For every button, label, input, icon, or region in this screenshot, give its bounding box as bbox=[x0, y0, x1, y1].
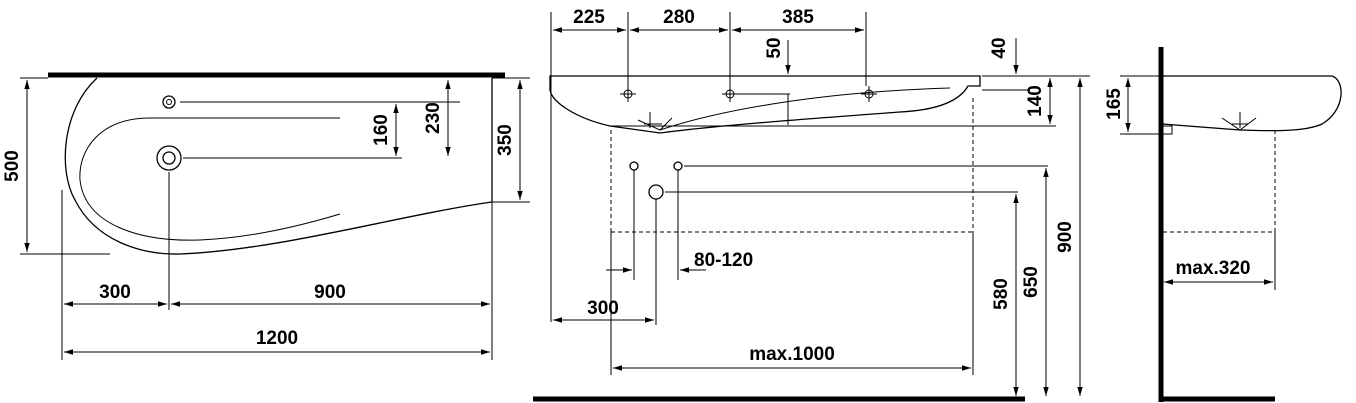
basin-underside bbox=[659, 87, 951, 131]
dim-385: 385 bbox=[782, 7, 814, 28]
dim-300-front: 300 bbox=[587, 298, 619, 319]
tap-hole-inner bbox=[166, 99, 172, 105]
waste-hole bbox=[648, 184, 664, 200]
tap-hole-marks bbox=[620, 86, 877, 102]
dim-225: 225 bbox=[573, 7, 605, 28]
dim-160: 160 bbox=[371, 114, 392, 146]
top-view: 500 160 230 350 300 900 1200 bbox=[2, 72, 530, 360]
supply-hole-left bbox=[629, 161, 639, 171]
dim-max1000: max.1000 bbox=[749, 344, 835, 365]
wall-bracket bbox=[1162, 125, 1173, 135]
dim-300: 300 bbox=[99, 282, 131, 303]
dim-165: 165 bbox=[1104, 88, 1125, 120]
dim-900-front: 900 bbox=[1055, 221, 1076, 253]
dim-50: 50 bbox=[764, 37, 785, 58]
side-view: 165 max.320 bbox=[1104, 47, 1342, 402]
dim-140: 140 bbox=[1025, 85, 1046, 117]
dim-580: 580 bbox=[991, 278, 1012, 310]
dim-280: 280 bbox=[663, 7, 695, 28]
drain-symbol bbox=[637, 112, 673, 131]
dim-350: 350 bbox=[495, 124, 516, 156]
drain-hole bbox=[156, 145, 182, 171]
dim-1200: 1200 bbox=[256, 328, 298, 349]
front-view: 225 280 385 50 40 140 80-120 bbox=[533, 7, 1090, 402]
basin-outline-top bbox=[64, 77, 493, 255]
drain-hole-inner bbox=[162, 151, 176, 165]
basin-inner-bowl bbox=[79, 117, 341, 241]
dim-230: 230 bbox=[423, 102, 444, 134]
dim-max320: max.320 bbox=[1175, 258, 1250, 279]
tap-hole bbox=[162, 95, 176, 109]
dim-650: 650 bbox=[1021, 266, 1042, 298]
supply-hole-right bbox=[673, 161, 683, 171]
dim-40: 40 bbox=[989, 37, 1010, 58]
basin-outline-front bbox=[549, 75, 981, 134]
dim-500: 500 bbox=[2, 150, 23, 182]
dim-900: 900 bbox=[314, 282, 346, 303]
dim-80-120: 80-120 bbox=[694, 250, 753, 271]
drain-symbol-side bbox=[1221, 112, 1257, 131]
basin-outline-side bbox=[1162, 75, 1342, 132]
